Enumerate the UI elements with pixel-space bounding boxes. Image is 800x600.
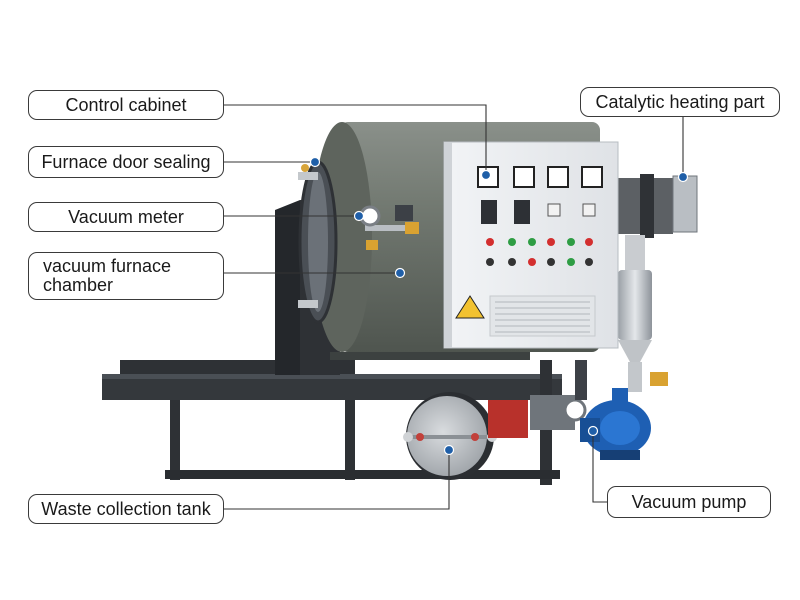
vacuum-meter-assembly	[359, 205, 419, 250]
label-furnace-door-sealing: Furnace door sealing	[28, 146, 224, 178]
marker-vacuum-pump	[587, 425, 599, 437]
marker-catalytic	[677, 171, 689, 183]
control-cabinet-unit	[443, 141, 619, 349]
marker-dots	[309, 156, 689, 456]
label-catalytic-heating-part: Catalytic heating part	[580, 87, 780, 117]
leader-lines	[224, 104, 684, 510]
marker-furnace-chamber	[394, 267, 406, 279]
leader-waste-tank	[224, 451, 450, 510]
leader-control-cabinet	[224, 104, 487, 174]
furnace-door	[298, 160, 338, 324]
label-vacuum-furnace-chamber: vacuum furnace chamber	[28, 252, 224, 300]
vacuum-pump	[580, 388, 651, 460]
piping	[488, 360, 587, 438]
label-vacuum-meter: Vacuum meter	[28, 202, 224, 232]
label-waste-collection-tank: Waste collection tank	[28, 494, 224, 524]
waste-collection-tank	[403, 392, 497, 480]
label-vacuum-pump: Vacuum pump	[607, 486, 771, 518]
leader-vacuum-pump	[592, 432, 607, 503]
marker-vacuum-meter	[353, 210, 365, 222]
marker-control-cabinet	[480, 169, 492, 181]
catalytic-heating-unit	[618, 174, 698, 392]
marker-furnace-door	[309, 156, 321, 168]
label-control-cabinet: Control cabinet	[28, 90, 224, 120]
marker-waste-tank	[443, 444, 455, 456]
